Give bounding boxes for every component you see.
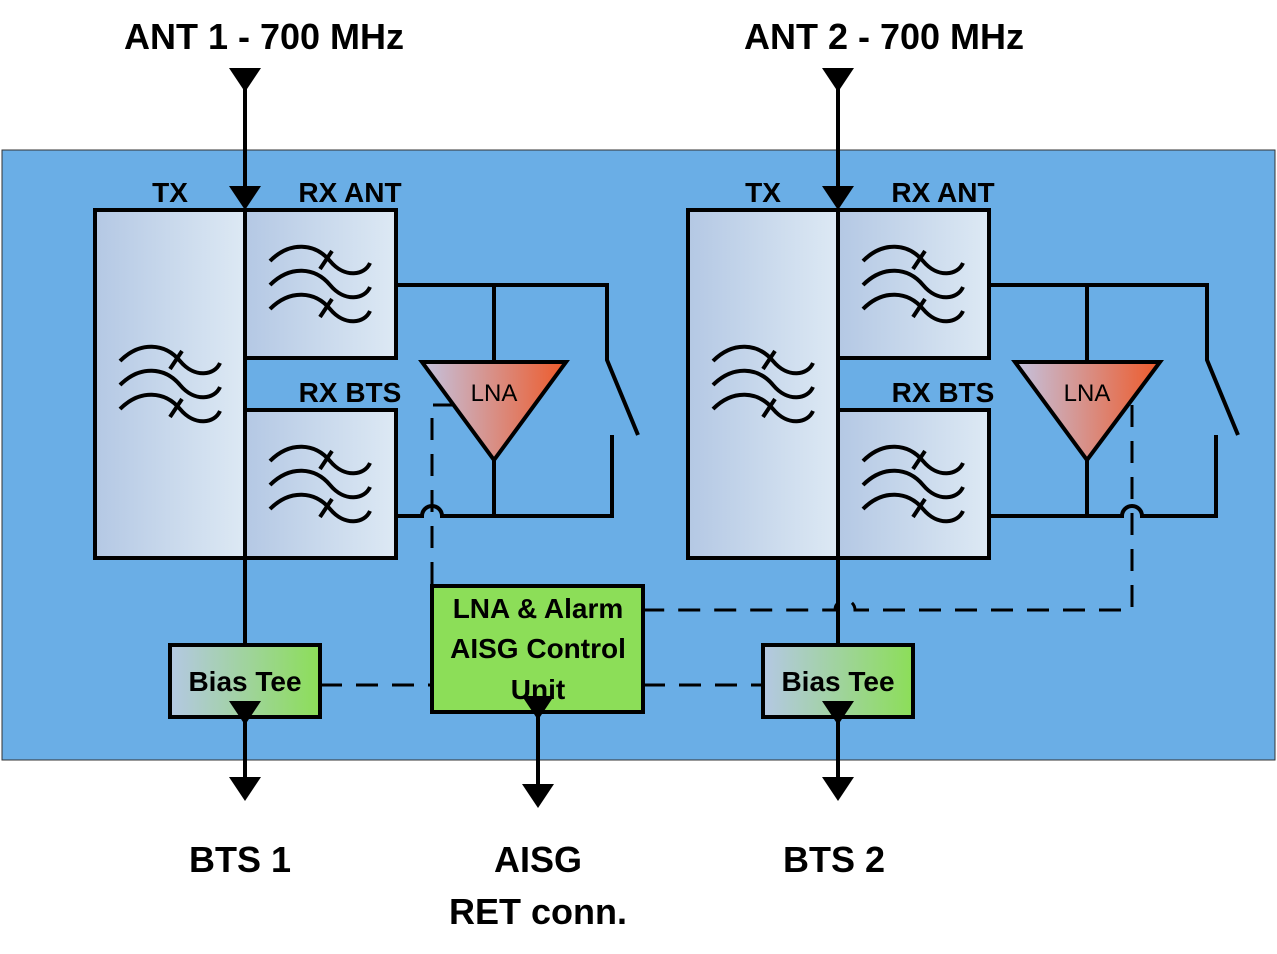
rx-bts-filter xyxy=(836,408,991,560)
rx-bts-label: RX BTS xyxy=(299,377,402,408)
aisg-label: AISG xyxy=(494,839,582,880)
switch-icon xyxy=(396,283,640,436)
tx-filter xyxy=(686,208,840,560)
rx-ant-filter xyxy=(243,208,398,360)
filter-block-1: TX RX ANT RX BTS LNA Bias Tee xyxy=(93,68,640,801)
lna-label: LNA xyxy=(471,380,518,407)
bts-1-label: BTS 1 xyxy=(189,839,291,880)
rx-bts-filter xyxy=(243,408,398,560)
antenna-2-label: ANT 2 - 700 MHz xyxy=(744,16,1024,57)
lna-label: LNA xyxy=(1064,380,1111,407)
rx-bts-label: RX BTS xyxy=(892,377,995,408)
tx-filter xyxy=(93,208,247,560)
bias-tee-1-label: Bias Tee xyxy=(188,666,301,697)
ret-conn-label: RET conn. xyxy=(449,891,627,932)
control-unit-line-2: AISG Control xyxy=(450,633,626,664)
switch-icon xyxy=(989,283,1240,436)
bts-2-label: BTS 2 xyxy=(783,839,885,880)
rx-ant-label: RX ANT xyxy=(298,177,401,208)
control-unit-line-3: Unit xyxy=(511,674,565,705)
control-unit-line-1: LNA & Alarm xyxy=(453,593,624,624)
filter-block-2: TX RX ANT RX BTS LNA Bias Tee xyxy=(643,68,1240,801)
bias-tee-2-label: Bias Tee xyxy=(781,666,894,697)
tx-label: TX xyxy=(152,177,188,208)
antenna-1-label: ANT 1 - 700 MHz xyxy=(124,16,404,57)
rx-ant-label: RX ANT xyxy=(891,177,994,208)
amplifier-triangle-icon xyxy=(1011,360,1164,464)
rx-ant-filter xyxy=(836,208,991,360)
amplifier-triangle-icon xyxy=(418,360,570,464)
tx-label: TX xyxy=(745,177,781,208)
